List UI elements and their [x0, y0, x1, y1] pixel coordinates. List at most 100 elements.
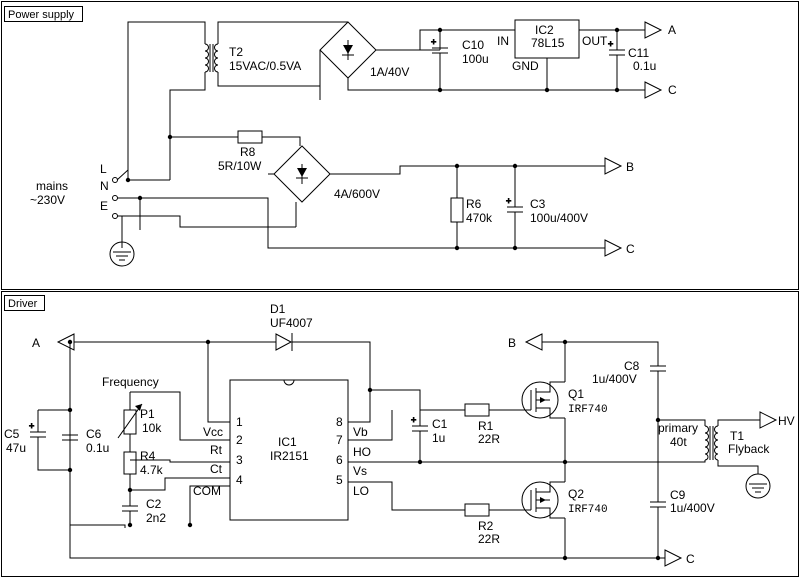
frequency-label: Frequency — [102, 375, 159, 389]
p1-name: P1 — [140, 407, 155, 421]
bridge-rectifier-br1 — [319, 21, 377, 79]
ground-symbol-mains — [109, 241, 135, 267]
capacitor-c3: + — [506, 166, 523, 248]
ic1-value: IR2151 — [270, 449, 309, 463]
c1-value: 1u — [432, 431, 445, 445]
pin-lo: LO — [353, 484, 369, 498]
r4-name: R4 — [140, 449, 156, 463]
c3-value: 100u/400V — [530, 211, 588, 225]
primary-label: primary — [658, 421, 698, 435]
pin-vs: Vs — [353, 464, 367, 478]
br2-value: 4A/600V — [334, 187, 380, 201]
p1-value: 10k — [142, 421, 162, 435]
pin-num-2: 2 — [236, 433, 243, 447]
br1-value: 1A/40V — [370, 65, 409, 79]
terminal-c-bottom — [664, 549, 683, 567]
driver-title: Driver — [8, 298, 38, 310]
c5-name: C5 — [4, 427, 20, 441]
terminal-a-label: A — [668, 23, 676, 37]
terminal-e — [112, 213, 118, 219]
r8-value: 5R/10W — [218, 159, 262, 173]
pin-num-4: 4 — [236, 473, 243, 487]
q1-value: IRF740 — [568, 404, 608, 416]
ic2-value: 78L15 — [531, 36, 565, 50]
terminal-a-top — [644, 21, 663, 39]
r6-value: 470k — [466, 211, 493, 225]
t2-name: T2 — [229, 45, 243, 59]
mosfet-q1 — [521, 381, 565, 419]
power-supply-panel — [1, 1, 799, 290]
terminal-b-driver-label: B — [508, 336, 516, 350]
ic2-name: IC2 — [535, 23, 554, 37]
power-supply-title-box — [4, 6, 83, 22]
terminal-hv — [759, 411, 778, 429]
r8-name: R8 — [240, 145, 256, 159]
terminal-l — [112, 177, 118, 183]
terminal-b-driver — [524, 333, 543, 351]
pin-num-7: 7 — [336, 433, 343, 447]
terminal-c-mid — [604, 239, 623, 257]
capacitor-c8 — [650, 365, 666, 372]
r4-value: 4.7k — [140, 463, 164, 477]
r1-name: R1 — [478, 419, 494, 433]
capacitor-c2 — [122, 505, 138, 512]
mains-label-1: mains — [36, 179, 68, 193]
power-supply-title: Power supply — [8, 9, 75, 21]
mains-label-2: ~230V — [30, 193, 65, 207]
mosfet-q2 — [521, 481, 565, 519]
resistor-r1 — [464, 403, 490, 417]
c8-name: C8 — [624, 359, 640, 373]
capacitor-c1: + — [411, 410, 428, 462]
c3-name: C3 — [530, 197, 546, 211]
r1-value: 22R — [478, 432, 500, 446]
c2-name: C2 — [146, 497, 162, 511]
pin-n: N — [100, 179, 109, 193]
t1-value: Flyback — [728, 442, 770, 456]
terminal-b-label: B — [626, 160, 634, 174]
ic2-pin-out: OUT — [582, 34, 608, 48]
ic2-pin-gnd: GND — [512, 59, 539, 73]
transformer-t2 — [204, 43, 219, 73]
terminal-n — [112, 195, 118, 201]
pin-num-5: 5 — [336, 473, 343, 487]
c11-name: C11 — [628, 46, 649, 60]
bridge-rectifier-br2 — [273, 145, 331, 203]
pin-vb: Vb — [353, 425, 368, 439]
c6-name: C6 — [86, 427, 102, 441]
pin-ho: HO — [353, 445, 371, 459]
pin-rt: Rt — [210, 443, 223, 457]
capacitor-c6 — [62, 434, 78, 441]
r6-name: R6 — [466, 197, 482, 211]
transformer-t1 — [704, 425, 719, 461]
terminal-c-label: C — [668, 83, 677, 97]
svg-text:+: + — [431, 37, 436, 47]
power-junctions — [125, 27, 620, 251]
d1-name: D1 — [270, 302, 286, 316]
pin-e: E — [100, 199, 108, 213]
resistor-r8 — [237, 130, 263, 144]
ic2-pin-in: IN — [497, 34, 509, 48]
turns-label: 40t — [670, 435, 687, 449]
potentiometer-p1 — [123, 409, 137, 435]
driver-panel — [1, 291, 799, 577]
resistor-r2 — [464, 503, 490, 517]
terminal-a-driver-label: A — [32, 336, 40, 350]
c10-value: 100u — [462, 52, 489, 66]
diode-d1 — [275, 333, 293, 351]
q2-name: Q2 — [568, 487, 584, 501]
svg-text:+: + — [29, 421, 34, 431]
terminal-b-top — [604, 157, 623, 175]
pin-num-1: 1 — [236, 415, 243, 429]
ic1-name: IC1 — [278, 435, 297, 449]
pin-num-8: 8 — [336, 415, 343, 429]
r2-name: R2 — [478, 519, 494, 533]
q2-value: IRF740 — [568, 504, 608, 516]
c11-value: 0.1u — [633, 59, 656, 73]
c5-value: 47u — [6, 441, 26, 455]
c6-value: 0.1u — [86, 441, 109, 455]
driver-title-box — [4, 295, 45, 311]
c10-name: C10 — [462, 38, 484, 52]
terminal-c-top — [644, 81, 663, 99]
